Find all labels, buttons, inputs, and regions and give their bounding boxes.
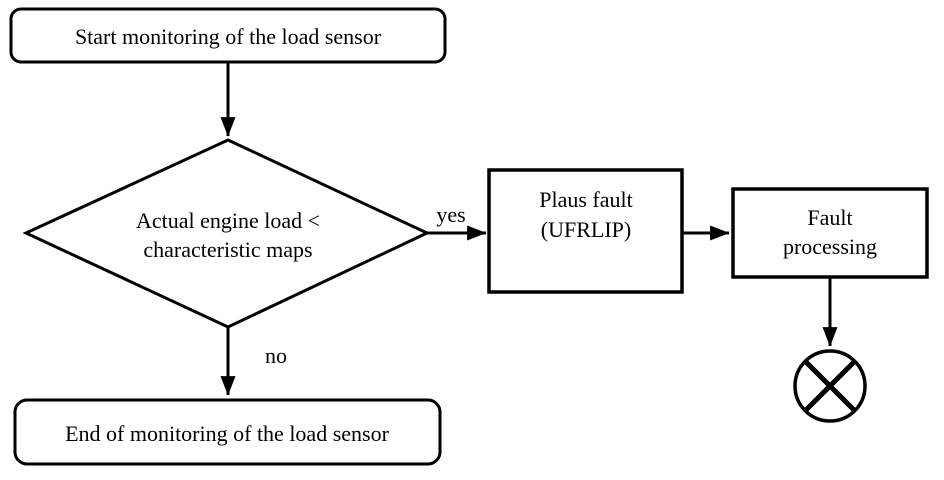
plaus-fault-label-line1: Plaus fault — [539, 187, 633, 212]
plaus-fault-node — [487, 168, 684, 294]
start-node-label: Start monitoring of the load sensor — [75, 24, 382, 49]
terminator-x-stroke-2 — [803, 359, 857, 413]
decision-label-line1: Actual engine load < — [136, 208, 320, 233]
yes-branch-label: yes — [436, 202, 465, 227]
end-node-label: End of monitoring of the load sensor — [65, 421, 390, 446]
start-node — [9, 7, 447, 64]
terminator-circle-x — [793, 349, 867, 423]
decision-label-line2: characteristic maps — [143, 237, 312, 262]
fault-processing-label-line1: Fault — [807, 205, 852, 230]
decision-diamond — [22, 138, 431, 329]
fault-processing-node — [731, 187, 929, 279]
end-node — [13, 398, 442, 466]
plaus-fault-label-line2: (UFRLIP) — [541, 217, 631, 242]
fault-processing-label-line2: processing — [783, 234, 877, 259]
no-branch-label: no — [265, 343, 287, 368]
